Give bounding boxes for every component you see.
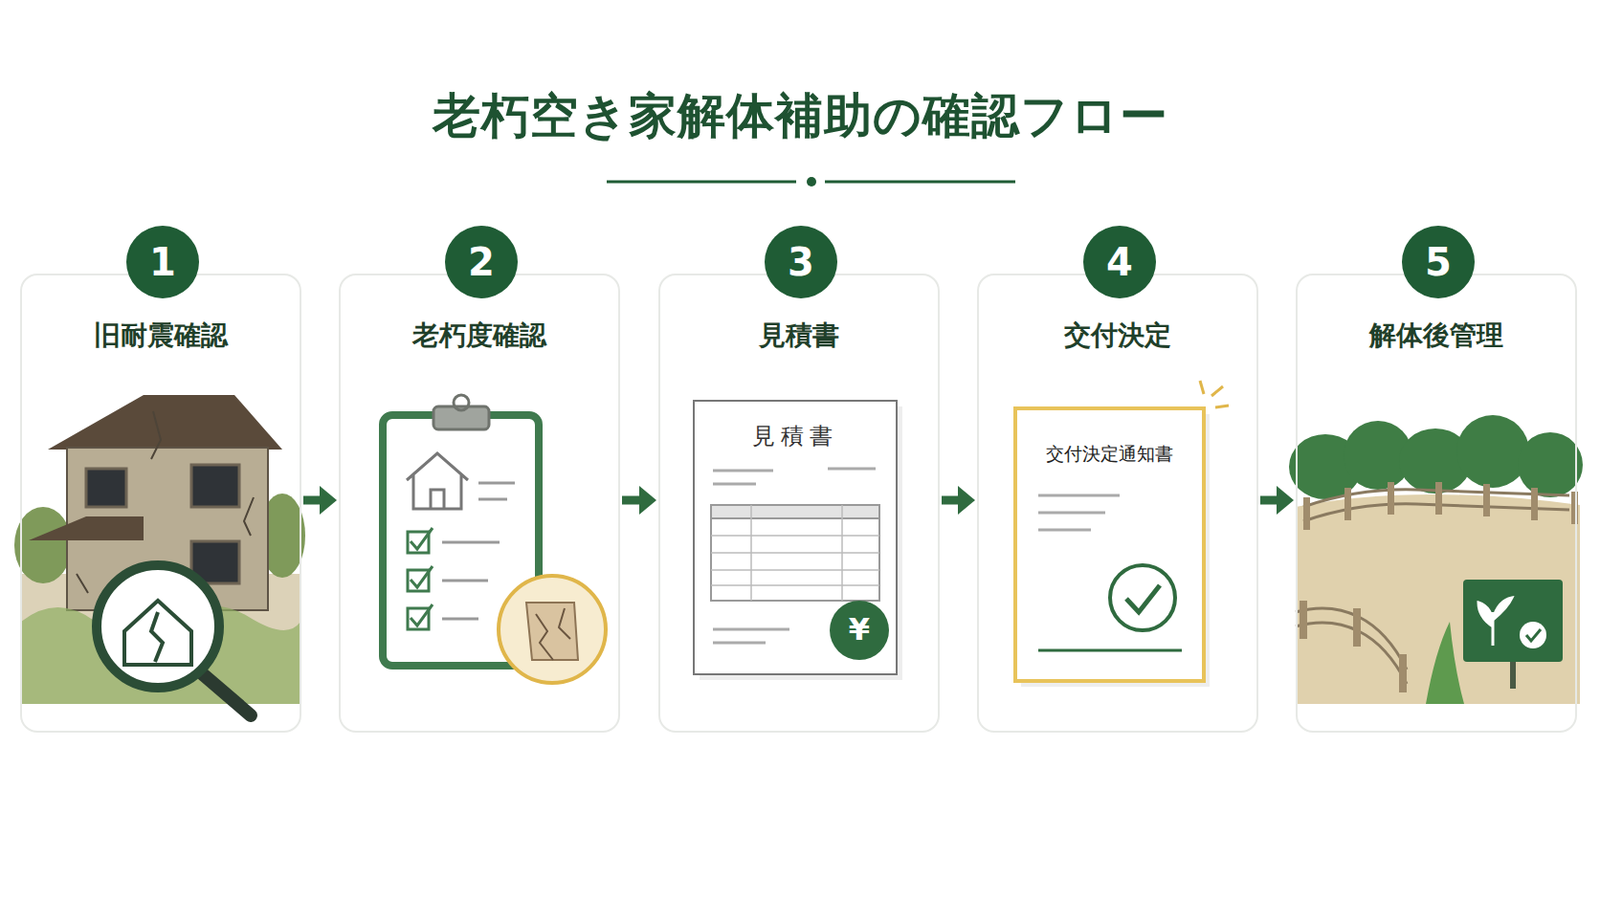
step-heading: 交付決定 (978, 317, 1257, 355)
old-house-illustration (14, 395, 306, 716)
step-number: 1 (126, 225, 200, 299)
flow-arrow (941, 486, 976, 515)
step-card: 3見積書 (658, 273, 940, 734)
step-heading: 老朽度確認 (340, 317, 619, 355)
grant-notice-illustration (1015, 380, 1229, 688)
step-card: 5解体後管理 (1295, 273, 1578, 734)
clipboard-illustration (382, 395, 606, 684)
flow-arrow (303, 486, 337, 515)
step-number: 3 (764, 225, 838, 299)
step-heading: 旧耐震確認 (22, 317, 300, 355)
step-number: 2 (444, 225, 518, 299)
flow-arrow (1260, 486, 1294, 515)
illustration-label: 交付決定通知書 (1017, 442, 1202, 467)
step-number: 5 (1401, 225, 1475, 299)
estimate-document-illustration (693, 400, 903, 681)
diagram-title: 老朽空き家解体補助の確認フロー (0, 84, 1600, 149)
step-card: 1旧耐震確認 (20, 273, 302, 734)
step-card: 4交付決定 (977, 273, 1259, 734)
illustration-label: ¥ (829, 611, 889, 648)
vacant-lot-illustration (1288, 415, 1583, 705)
step-heading: 見積書 (660, 317, 938, 355)
step-heading: 解体後管理 (1297, 317, 1576, 355)
step-number: 4 (1083, 225, 1156, 299)
illustration-label: 見積書 (699, 421, 891, 452)
flow-arrow (622, 486, 657, 515)
title-divider (606, 177, 1016, 187)
step-card: 2老朽度確認 (338, 273, 621, 734)
